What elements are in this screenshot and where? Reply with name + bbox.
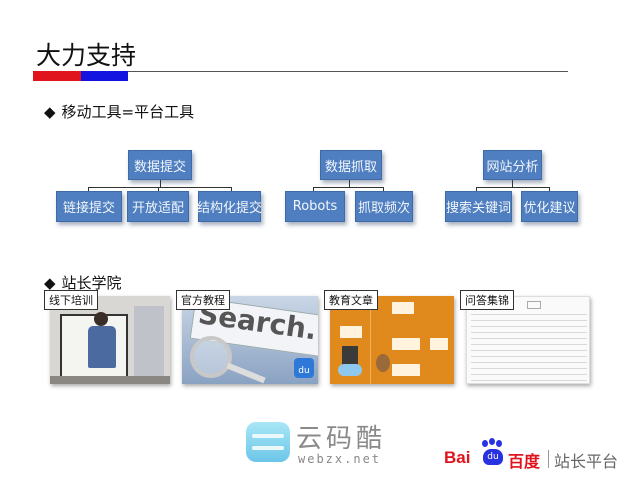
people-icon — [376, 354, 390, 372]
server-icon — [342, 346, 358, 368]
card-education-articles[interactable] — [330, 296, 454, 384]
tree-node-robots: Robots — [285, 191, 345, 222]
logo-stripe — [252, 434, 284, 438]
tree-connector — [476, 187, 477, 191]
magnifier-handle-icon — [226, 362, 266, 384]
diagram-node — [340, 326, 362, 338]
tree-node-search-keywords: 搜索关键词 — [445, 191, 512, 222]
section-heading-academy: ◆ 站长学院 — [44, 272, 122, 293]
tree-node-structured-submit: 结构化提交 — [197, 191, 262, 222]
floor-image — [50, 376, 170, 384]
diamond-bullet-icon: ◆ — [44, 103, 56, 121]
tree-connector — [383, 187, 384, 191]
card-label-education-articles: 教育文章 — [324, 290, 378, 310]
card-offline-training[interactable] — [50, 296, 170, 384]
tree-node-crawl-frequency: 抓取频次 — [355, 191, 413, 222]
diagram-node — [392, 302, 414, 314]
baidu-paw-icon: du — [294, 358, 314, 378]
watermark-url: webzx.net — [298, 452, 382, 466]
card-official-tutorial[interactable]: Search.. du — [182, 296, 318, 384]
baidu-platform-name: 站长平台 — [554, 452, 619, 471]
person-head-image — [94, 312, 108, 326]
card-label-offline-training: 线下培训 — [44, 290, 98, 310]
tree-connector — [231, 187, 232, 191]
section-heading-text: 移动工具=平台工具 — [61, 103, 195, 121]
section-heading-tools: ◆ 移动工具=平台工具 — [44, 101, 194, 122]
qa-dropdown — [527, 301, 541, 309]
title-underline-line — [128, 71, 568, 72]
logo-divider — [548, 450, 549, 468]
tree-node-open-adapt: 开放适配 — [127, 191, 189, 222]
slide-title: 大力支持 — [36, 41, 137, 70]
title-underline-blue — [81, 71, 128, 81]
cloud-icon — [338, 364, 362, 376]
tree-root-data-submit: 数据提交 — [128, 150, 192, 180]
section-heading-text: 站长学院 — [61, 274, 122, 292]
card-label-official-tutorial: 官方教程 — [176, 290, 230, 310]
tree-connector — [476, 187, 550, 188]
background-wall-image — [134, 306, 164, 376]
diamond-bullet-icon: ◆ — [44, 274, 56, 292]
tree-root-site-analysis: 网站分析 — [483, 150, 542, 180]
watermark-logo-icon — [246, 422, 290, 462]
tree-connector — [158, 187, 159, 191]
tree-connector — [88, 187, 89, 191]
tree-connector — [88, 187, 232, 188]
diagram-node — [392, 338, 420, 350]
watermark-title: 云码酷 — [296, 424, 387, 454]
tree-connector — [313, 187, 314, 191]
qa-table-rows — [471, 309, 587, 381]
card-label-qa-collection: 问答集锦 — [460, 290, 514, 310]
person-body-image — [88, 326, 116, 368]
baidu-logo-bai: Bai — [444, 448, 471, 467]
diagram-node — [392, 364, 420, 376]
tree-root-data-crawl: 数据抓取 — [320, 150, 382, 180]
tree-node-link-submit: 链接提交 — [56, 191, 122, 222]
divider-line — [370, 296, 371, 384]
baidu-logo-cn: 百度 — [508, 452, 541, 471]
card-qa-collection[interactable] — [466, 296, 590, 384]
magnifier-icon — [190, 336, 232, 378]
tree-connector — [549, 187, 550, 191]
logo-stripe — [252, 446, 284, 450]
tree-connector — [349, 180, 350, 188]
title-underline-red — [33, 71, 81, 81]
tree-connector — [160, 180, 161, 188]
diagram-node — [430, 338, 448, 350]
tree-node-optimization-advice: 优化建议 — [521, 191, 578, 222]
tree-connector — [313, 187, 384, 188]
baidu-paw-logo-icon: du — [480, 438, 506, 466]
tree-connector — [512, 180, 513, 188]
